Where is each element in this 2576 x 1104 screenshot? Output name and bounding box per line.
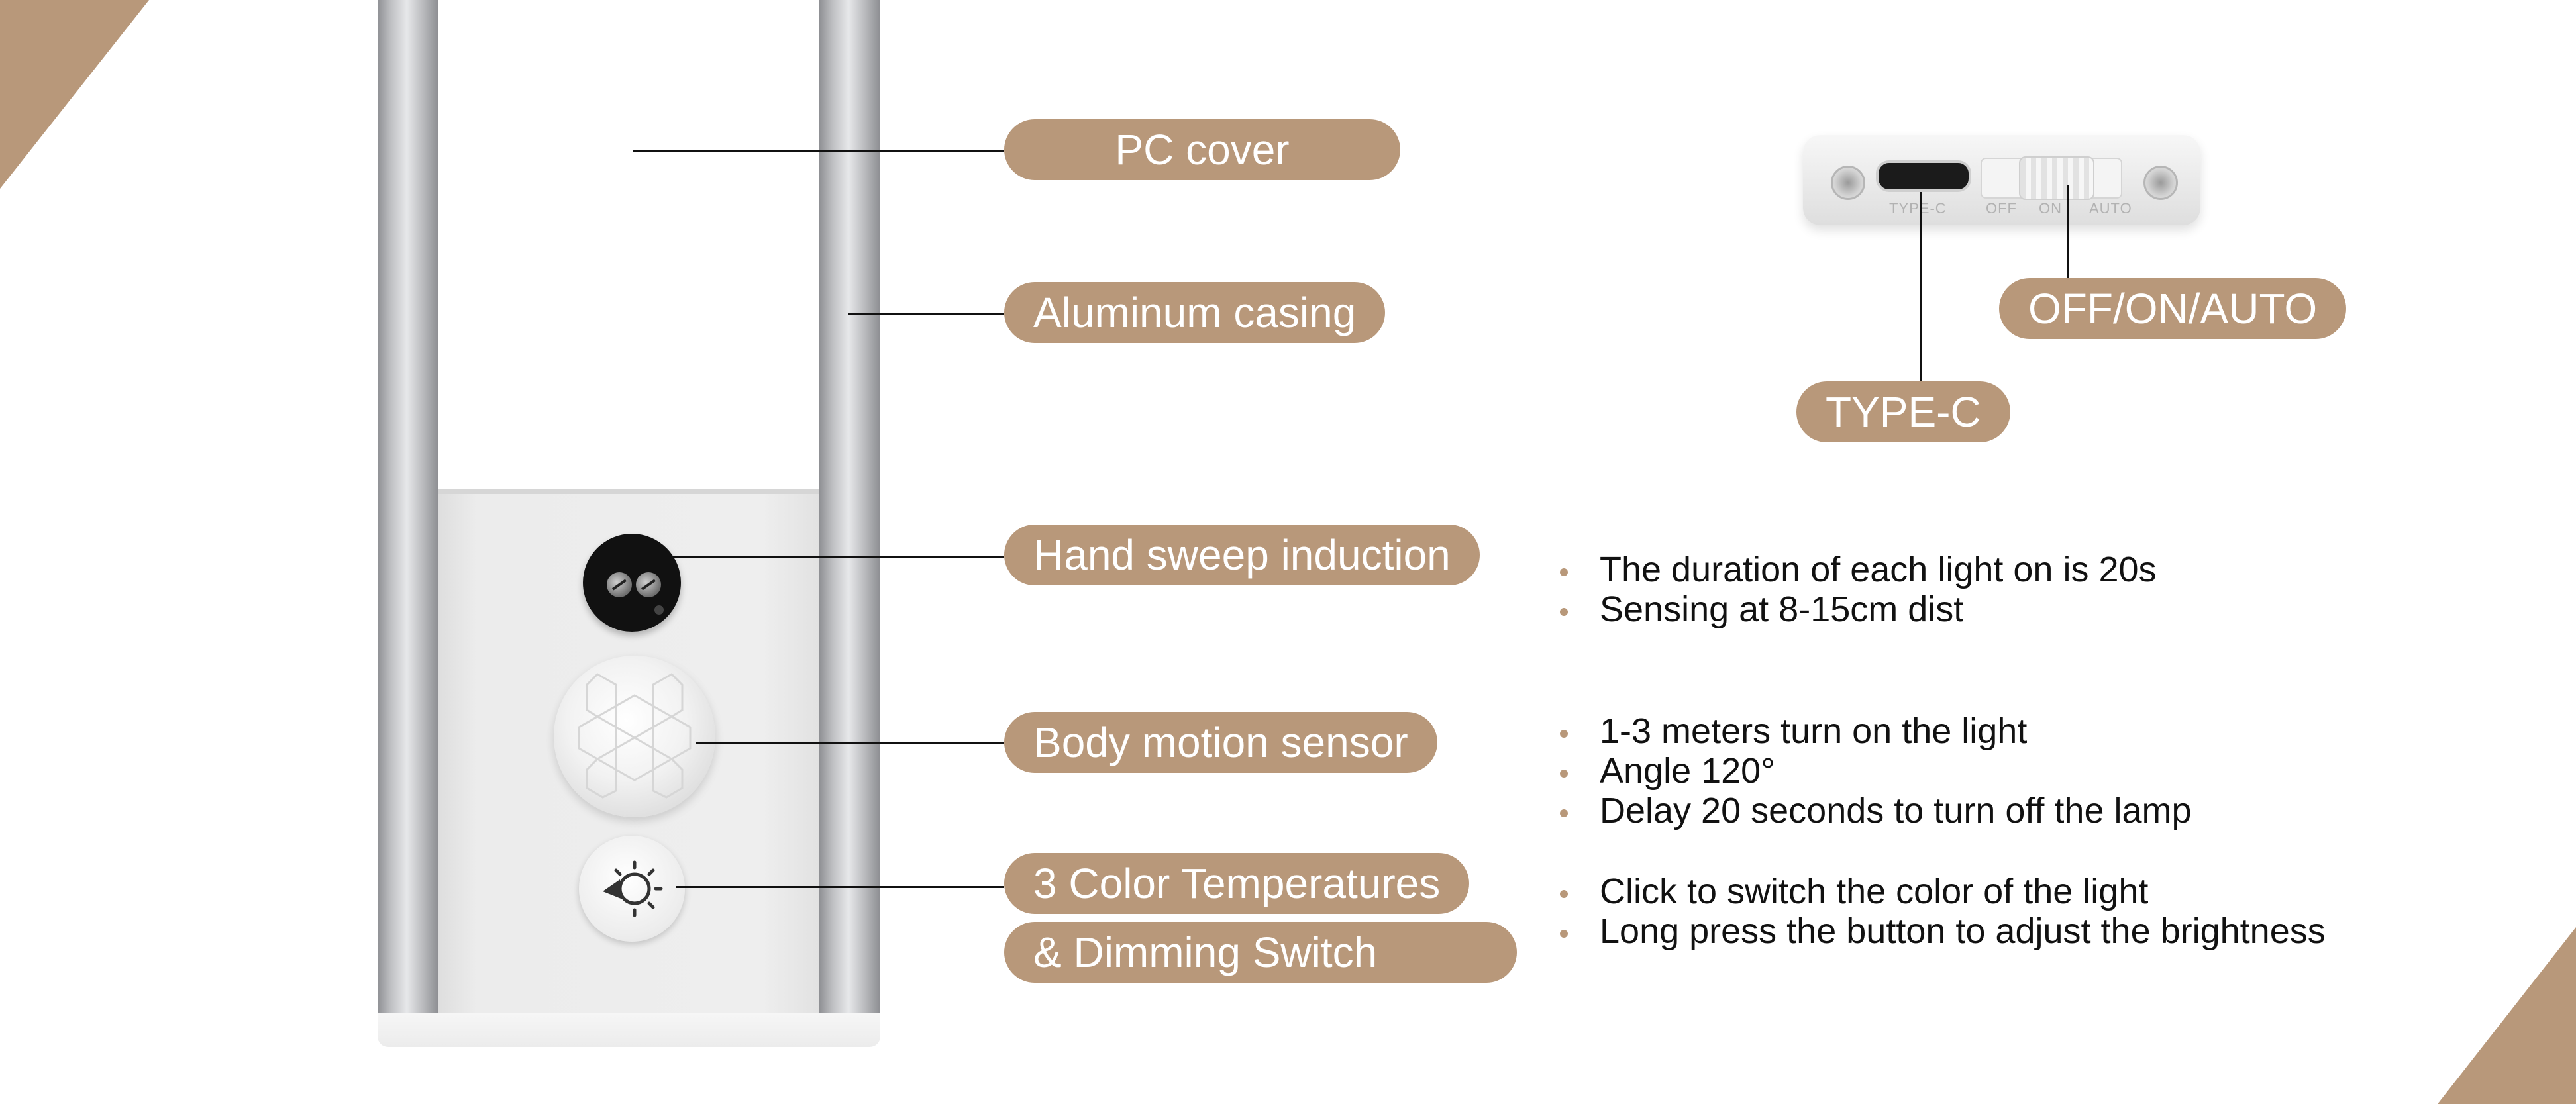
light-bulb-icon [603,860,663,917]
dimming-switch-button [579,836,685,942]
usb-c-port-icon [1876,160,1971,192]
label-color-temperatures: 3 Color Temperatures [1004,853,1470,914]
body-motion-sensor-lens [554,656,715,817]
switch-off-text: OFF [1986,200,2017,217]
bottom-right-corner-decoration [2438,927,2576,1104]
aluminum-rail-left [378,0,438,1013]
aluminum-rail-right [819,0,880,1013]
switch-on-text: ON [2039,200,2062,217]
label-aluminum-casing: Aluminum casing [1004,282,1386,343]
port-text: TYPE-C [1889,200,1947,217]
pc-cover-area [438,0,819,489]
leader-aluminum-casing [848,313,1004,315]
leader-body-motion [696,742,1004,744]
dimming-notes: Click to switch the color of the light L… [1560,872,2326,951]
body-motion-notes: 1-3 meters turn on the light Angle 120° … [1560,711,2192,830]
leader-off-on-auto [2067,185,2069,278]
mode-slider-knob [2019,156,2094,200]
note-item: 1-3 meters turn on the light [1560,711,2192,751]
port-switch-module: TYPE-C OFF ON AUTO [1803,135,2200,225]
note-item: Angle 120° [1560,751,2192,791]
note-item: Long press the button to adjust the brig… [1560,911,2326,951]
screw-icon [2143,166,2178,200]
screw-icon [1831,166,1865,200]
hand-sweep-sensor [583,534,681,632]
leader-type-c [1920,192,1922,384]
sensor-indicator [654,605,664,615]
lamp-base [378,1010,880,1047]
label-pc-cover: PC cover [1004,119,1400,180]
note-item: The duration of each light on is 20s [1560,550,2157,589]
note-item: Sensing at 8-15cm dist [1560,589,2157,629]
leader-dimming-switch [676,886,1004,888]
top-left-corner-decoration [0,0,149,189]
note-item: Delay 20 seconds to turn off the lamp [1560,791,2192,830]
switch-auto-text: AUTO [2089,200,2132,217]
label-type-c: TYPE-C [1796,381,2010,442]
hand-sweep-notes: The duration of each light on is 20s Sen… [1560,550,2157,629]
sensor-lens-right [636,572,661,597]
sensor-lens-left [607,572,632,597]
label-hand-sweep-induction: Hand sweep induction [1004,525,1480,585]
leader-hand-sweep [669,556,1004,558]
label-dimming-switch: & Dimming Switch [1004,922,1517,983]
pir-facets [578,673,692,799]
mode-slider-switch [1981,156,2122,200]
label-body-motion-sensor: Body motion sensor [1004,712,1437,773]
leader-pc-cover [633,150,1004,152]
note-item: Click to switch the color of the light [1560,872,2326,911]
label-off-on-auto: OFF/ON/AUTO [1999,278,2347,339]
